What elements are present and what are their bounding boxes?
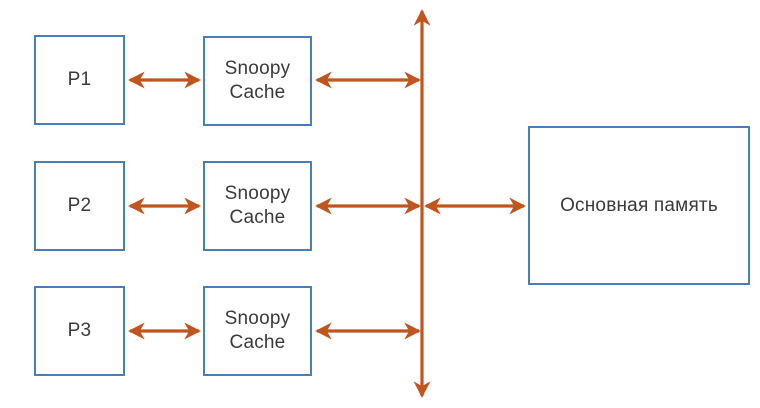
cache-box-2[interactable]: Snoopy Cache bbox=[203, 161, 312, 251]
processor-box-p1[interactable]: P1 bbox=[34, 35, 125, 125]
cache-label-3: Snoopy Cache bbox=[224, 308, 291, 353]
cache-box-3[interactable]: Snoopy Cache bbox=[203, 286, 312, 376]
main-memory-box[interactable]: Основная память bbox=[528, 126, 750, 285]
cache-label-1: Snoopy Cache bbox=[224, 58, 291, 103]
processor-label-p2: P2 bbox=[67, 195, 92, 217]
main-memory-label: Основная память bbox=[560, 194, 718, 216]
cache-label-2: Snoopy Cache bbox=[224, 183, 291, 228]
processor-box-p3[interactable]: P3 bbox=[34, 286, 125, 376]
processor-box-p2[interactable]: P2 bbox=[34, 161, 125, 251]
processor-label-p1: P1 bbox=[67, 69, 92, 91]
cache-box-1[interactable]: Snoopy Cache bbox=[203, 36, 312, 126]
processor-label-p3: P3 bbox=[67, 320, 92, 342]
